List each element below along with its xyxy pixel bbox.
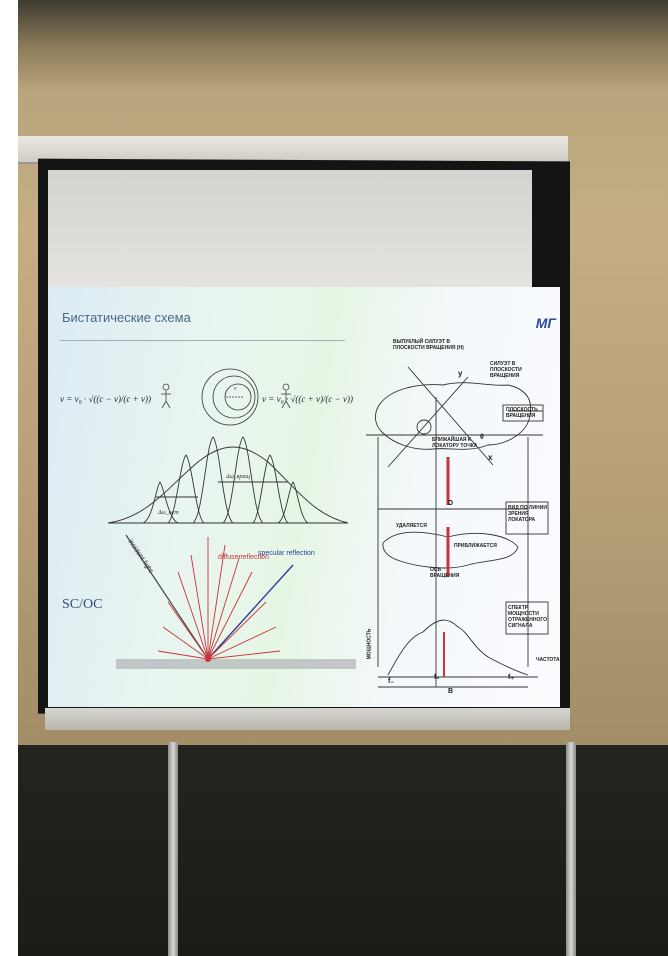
gaussian-spectrum [107,436,349,524]
title-underline [60,340,345,341]
tripod-leg-left [168,742,178,956]
delta-omega-vrasch: Δω_вращ [225,474,250,480]
label-view-line: ВИД ПО ЛИНИИ ЗРЕНИЯ ЛОКАТОРА [508,505,547,523]
dark-floor [18,745,668,956]
sc-oc-label: SC/OC [62,597,103,612]
screen-unlit-area [48,170,532,292]
slide-title: Бистатические схема [62,310,191,325]
doppler-formula-right: ν = ν₀ · √((c + v)/(c − v)) [262,394,353,404]
label-theta: θ [480,434,484,441]
observer-left [161,383,171,409]
label-D: D [448,500,454,507]
label-f-plus: f₊ [508,674,515,681]
label-convex-silhouette: ВЫПУКЛЫЙ СИЛУЭТ В ПЛОСКОСТИ ВРАЩЕНИЯ (Н) [393,339,464,351]
label-x-axis: x [488,453,493,462]
doppler-formula-left: ν = ν₀ · √((c − v)/(c + v)) [60,394,151,404]
label-B: B [448,688,454,695]
radar-diagram [366,366,549,688]
velocity-label: v [234,386,237,392]
label-y-axis: y [458,369,463,378]
specular-reflection-label: specular reflection [258,550,315,557]
label-power-spectrum: СПЕКТР МОЩНОСТИ ОТРАЖЕННОГО СИГНАЛА [508,605,548,629]
label-approaches: ПРИБЛИЖАЕТСЯ [454,543,497,549]
slide-diagrams: v Δω_ост Δω_вращ [107,366,549,688]
label-f0: f₀ [434,674,440,681]
observer-right [281,383,291,409]
university-logo: МГ [535,315,556,331]
label-recedes: УДАЛЯЕТСЯ [396,523,427,529]
label-nearest-point: БЛИЖАЙШАЯ К ЛОКАТОРУ ТОЧКА [432,437,478,449]
label-power: МОЩНОСТЬ [366,628,373,660]
label-rotation-plane: ПЛОСКОСТЬ ВРАЩЕНИЯ [506,407,538,419]
label-rotation-axis: ОСЬ ВРАЩЕНИЯ [430,567,460,579]
screen-bottom-bar [45,708,570,730]
label-f-minus: f₋ [388,678,395,685]
diffuse-reflection-label: diffuse reflection [218,554,269,561]
projected-slide: Бистатические схема МГ ν = ν₀ · √((c − v… [48,287,560,707]
tripod-leg-right [566,742,576,956]
label-frequency: ЧАСТОТА [536,657,560,663]
delta-omega-ost: Δω_ост [157,510,179,516]
reflection-diagram [116,534,356,669]
doppler-circles [201,368,259,426]
photo-border [0,0,18,956]
incident-light-label: incident light [126,538,154,574]
label-silhouette: СИЛУЭТ В ПЛОСКОСТИ ВРАЩЕНИЯ [490,361,522,379]
